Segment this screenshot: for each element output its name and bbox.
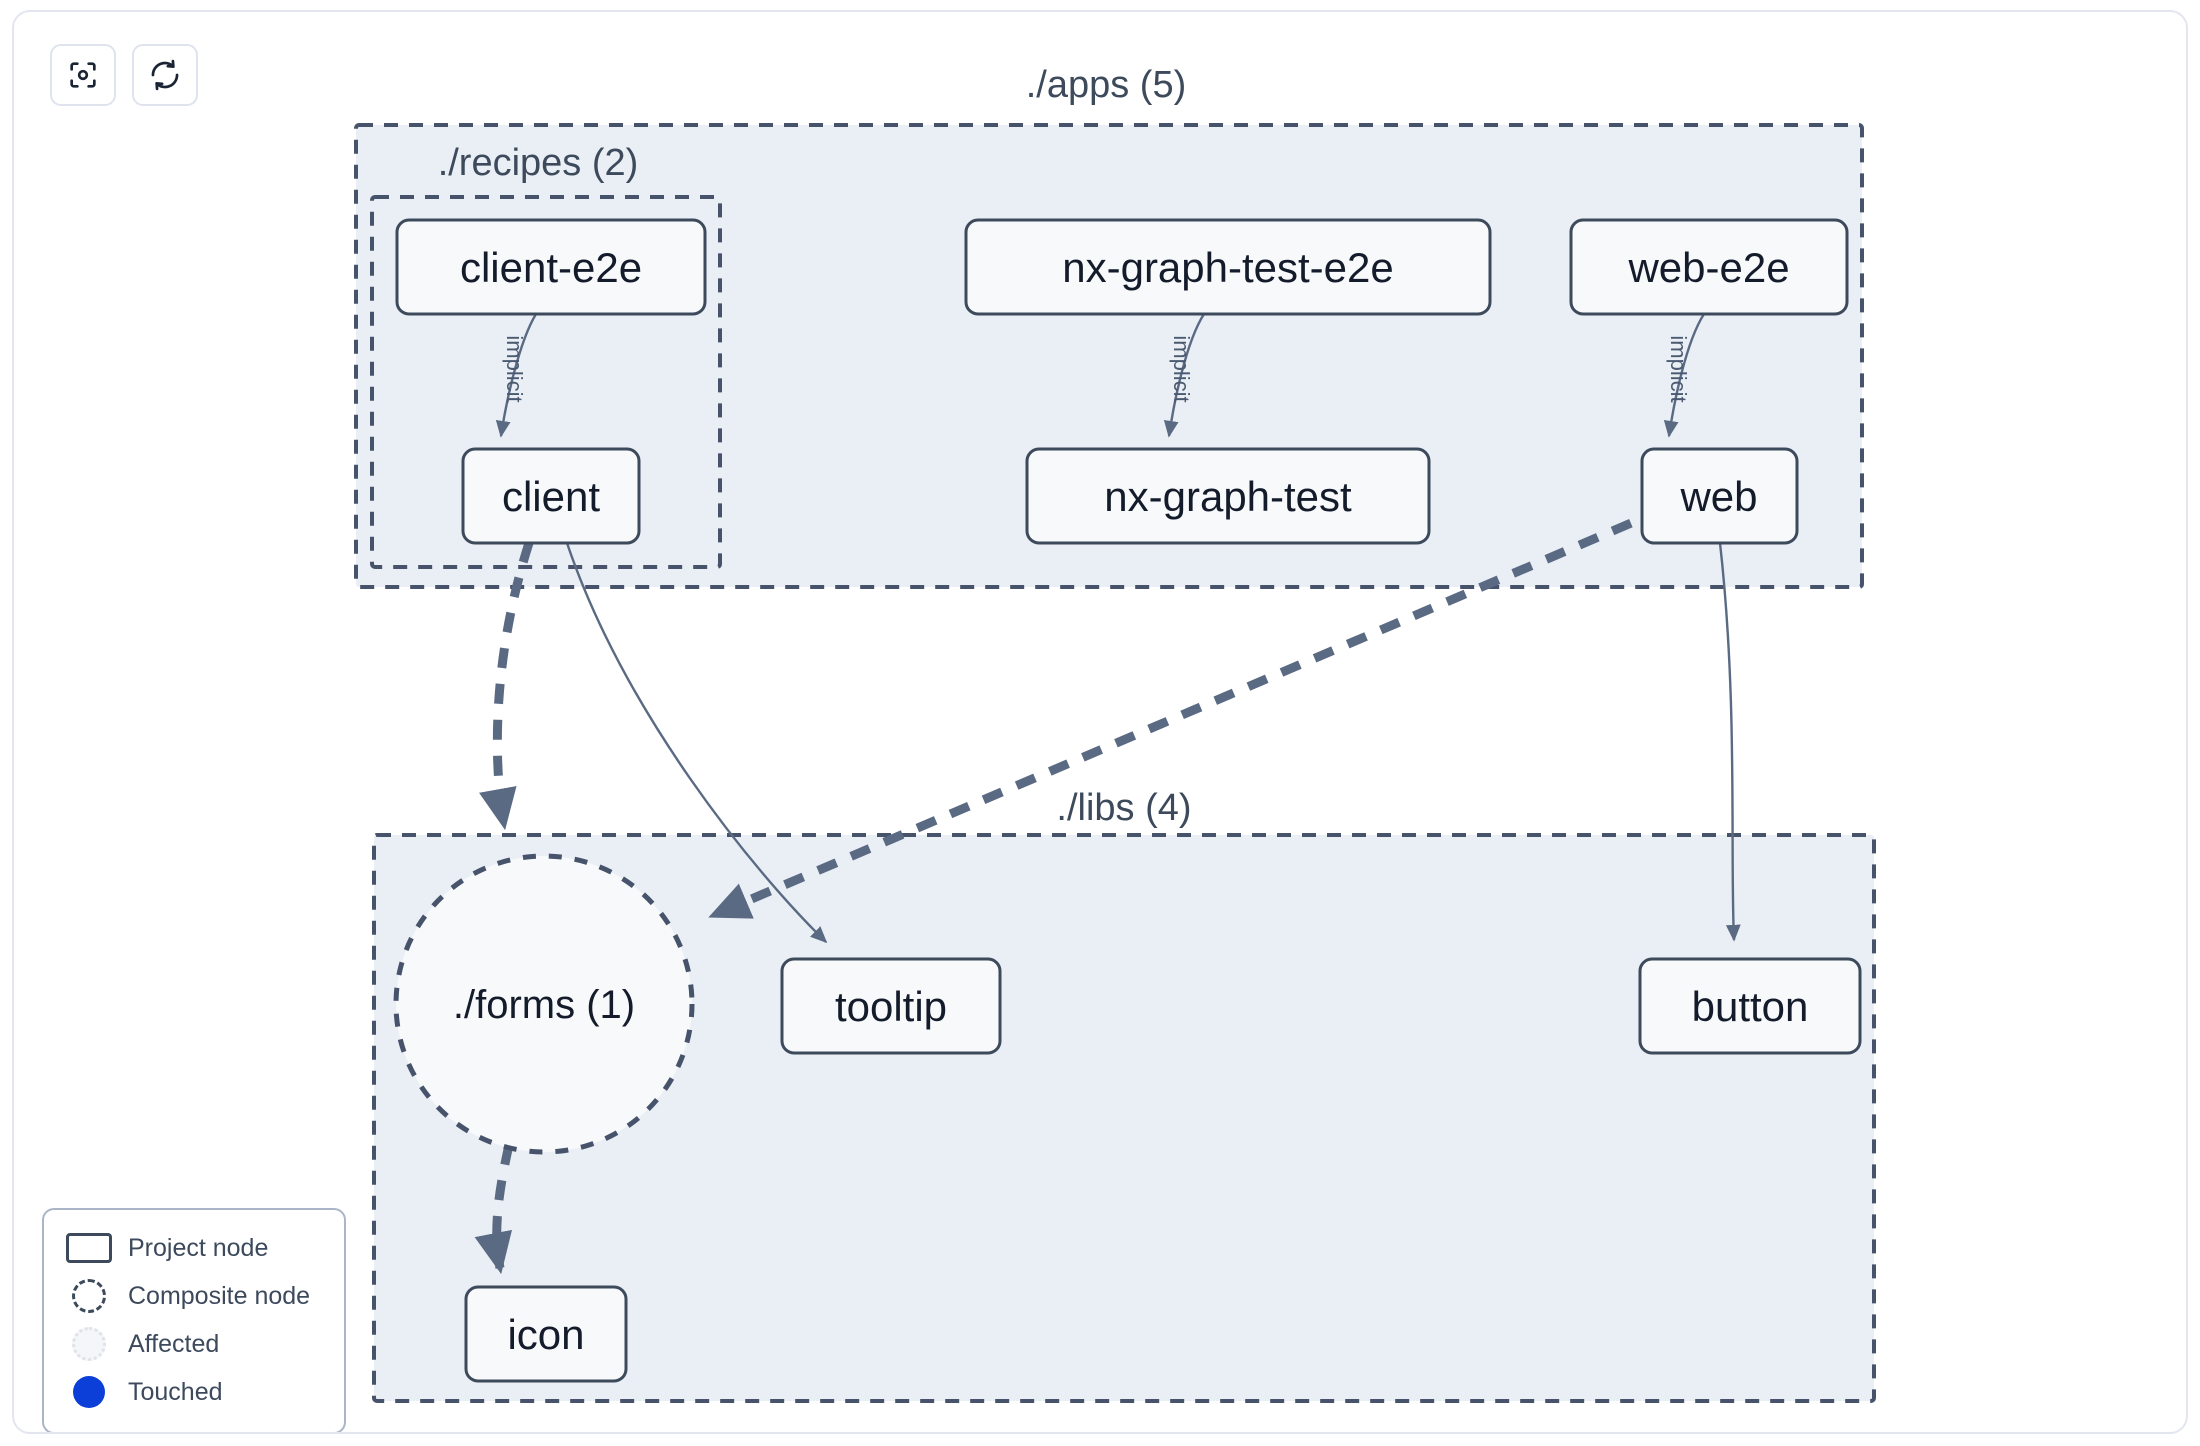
graph-toolbar xyxy=(50,44,198,106)
edge-label-implicit-nxgraphtest: implicit xyxy=(1169,335,1194,402)
node-nx-graph-test-box[interactable] xyxy=(1025,447,1431,545)
legend-item-composite-node: Composite node xyxy=(62,1272,326,1320)
group-apps-label: ./apps (5) xyxy=(1026,64,1187,106)
focus-graph-button[interactable] xyxy=(50,44,116,106)
graph-card: ./apps (5) ./recipes (2) ./libs (4) impl… xyxy=(12,10,2188,1434)
legend-label-composite-node: Composite node xyxy=(128,1281,311,1310)
legend-label-project-node: Project node xyxy=(128,1233,269,1262)
edge-label-implicit-client: implicit xyxy=(502,335,527,402)
node-web-label: web xyxy=(1679,473,1757,520)
legend-item-project-node: Project node xyxy=(62,1224,326,1272)
edge-client-to-forms[interactable] xyxy=(479,541,534,831)
node-client-e2e-box[interactable] xyxy=(395,218,707,316)
legend-label-touched: Touched xyxy=(128,1377,223,1406)
composite-node-icon xyxy=(62,1279,116,1313)
node-web[interactable]: web xyxy=(1640,447,1799,545)
node-tooltip-label: tooltip xyxy=(835,983,947,1030)
focus-target-icon xyxy=(66,58,100,92)
graph-edges: implicit implicit implicit xyxy=(474,313,1741,1275)
group-recipes-label: ./recipes (2) xyxy=(438,142,639,184)
group-libs-box[interactable] xyxy=(372,833,1876,1403)
node-client-e2e[interactable]: client-e2e xyxy=(395,218,707,316)
edge-client-e2e-to-client[interactable] xyxy=(495,313,538,438)
node-client-box[interactable] xyxy=(461,447,641,545)
node-client-label: client xyxy=(502,473,600,520)
node-web-e2e-label: web-e2e xyxy=(1627,244,1789,291)
graph-canvas[interactable]: ./apps (5) ./recipes (2) ./libs (4) impl… xyxy=(14,12,2188,1434)
project-node-icon xyxy=(62,1233,116,1263)
legend-item-affected: Affected xyxy=(62,1320,326,1368)
node-forms-label: ./forms (1) xyxy=(453,983,635,1027)
group-libs-label: ./libs (4) xyxy=(1056,787,1191,829)
node-icon-box[interactable] xyxy=(464,1285,628,1383)
node-nx-graph-test-e2e-label: nx-graph-test-e2e xyxy=(1062,244,1394,291)
group-libs[interactable]: ./libs (4) xyxy=(372,787,1876,1403)
node-client-e2e-label: client-e2e xyxy=(460,244,642,291)
touched-node-icon xyxy=(62,1376,116,1408)
edge-web-to-forms[interactable] xyxy=(708,504,1666,920)
affected-node-icon xyxy=(62,1327,116,1361)
node-forms-circle[interactable] xyxy=(393,853,695,1155)
node-button[interactable]: button xyxy=(1638,957,1862,1055)
edge-web-to-button[interactable] xyxy=(1718,542,1741,942)
node-client[interactable]: client xyxy=(461,447,641,545)
node-web-e2e-box[interactable] xyxy=(1569,218,1849,316)
node-button-box[interactable] xyxy=(1638,957,1862,1055)
node-icon-label: icon xyxy=(507,1311,584,1358)
node-nx-graph-test-e2e[interactable]: nx-graph-test-e2e xyxy=(964,218,1492,316)
node-icon[interactable]: icon xyxy=(464,1285,628,1383)
refresh-graph-button[interactable] xyxy=(132,44,198,106)
graph-nodes: client-e2e nx-graph-test-e2e web-e2e cli… xyxy=(393,218,1862,1383)
node-forms-composite[interactable]: ./forms (1) xyxy=(393,853,695,1155)
node-nx-graph-test-label: nx-graph-test xyxy=(1104,473,1352,520)
node-web-e2e[interactable]: web-e2e xyxy=(1569,218,1849,316)
node-web-box[interactable] xyxy=(1640,447,1799,545)
node-nx-graph-test[interactable]: nx-graph-test xyxy=(1025,447,1431,545)
legend-item-touched: Touched xyxy=(62,1368,326,1416)
edge-nx-graph-test-e2e-to-nx-graph-test[interactable] xyxy=(1163,313,1206,438)
edge-forms-to-icon[interactable] xyxy=(474,1143,514,1275)
node-nx-graph-test-e2e-box[interactable] xyxy=(964,218,1492,316)
legend-label-affected: Affected xyxy=(128,1329,220,1358)
graph-legend: Project node Composite node Affected Tou… xyxy=(42,1208,346,1432)
edge-label-implicit-web: implicit xyxy=(1666,335,1691,402)
edge-client-to-tooltip[interactable] xyxy=(565,542,828,944)
edge-web-e2e-to-web[interactable] xyxy=(1663,313,1706,438)
node-tooltip[interactable]: tooltip xyxy=(780,957,1002,1055)
refresh-icon xyxy=(148,58,182,92)
node-button-label: button xyxy=(1692,983,1809,1030)
node-tooltip-box[interactable] xyxy=(780,957,1002,1055)
